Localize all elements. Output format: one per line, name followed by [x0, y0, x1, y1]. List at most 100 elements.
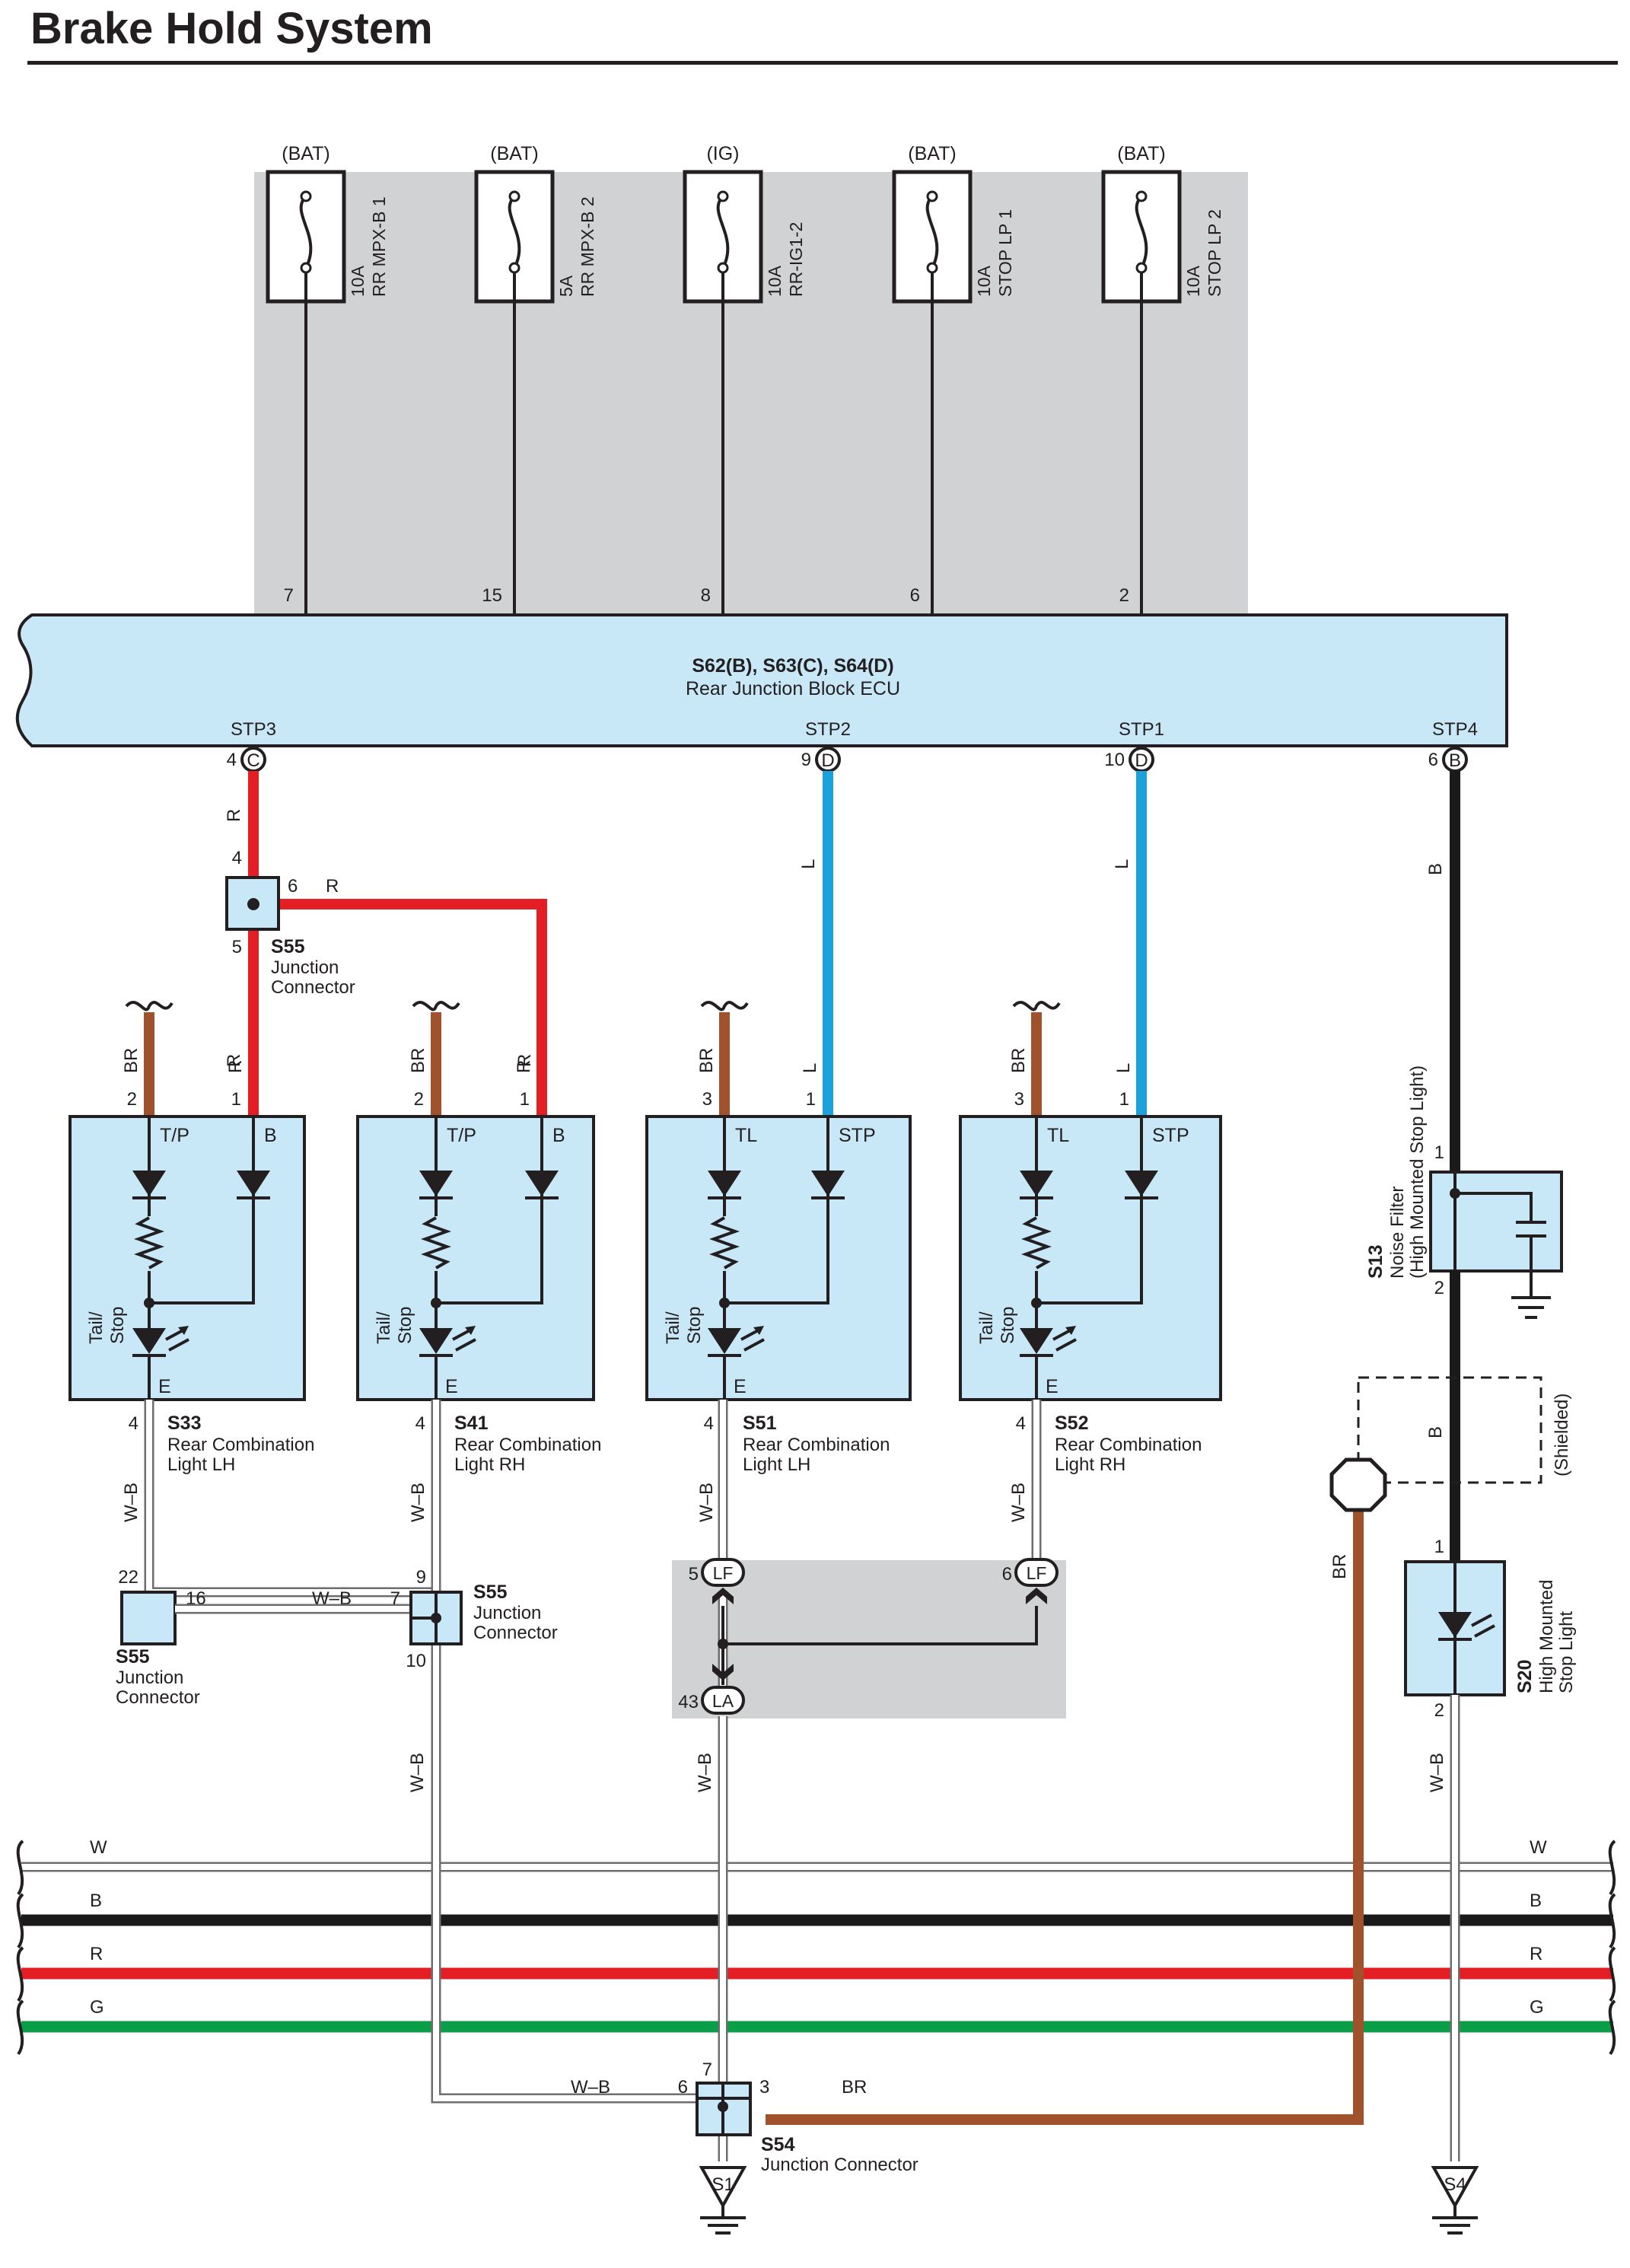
ecu-output-terminal-3: STP4	[1432, 719, 1478, 740]
ground-s4: S4	[1431, 2166, 1479, 2235]
hmsl-line1: High Mounted	[1536, 1580, 1557, 1693]
ground-s1-label: S1	[712, 2174, 734, 2195]
jmid-pin-top: 9	[416, 1567, 426, 1588]
light-id-3: S52	[1055, 1413, 1088, 1434]
fuse-bottom-terminal-0	[300, 262, 312, 274]
bus-break-left-1	[16, 1893, 24, 1949]
light-line1-0: Rear Combination	[167, 1435, 314, 1455]
wire-s41-wb-over	[431, 1827, 721, 2104]
ecu-output-terminal-0: STP3	[231, 719, 276, 740]
light-led-arrow-1	[465, 1326, 476, 1335]
jtop-pin-in: 4	[232, 848, 242, 868]
light-e-2: E	[734, 1376, 747, 1397]
jmid-line2: Connector	[473, 1623, 558, 1643]
shield-label: (Shielded)	[1552, 1394, 1572, 1476]
light-pin1-2: 3	[702, 1089, 712, 1110]
light-t1-2: TL	[735, 1125, 757, 1146]
fuse-top-terminal-2	[717, 190, 729, 202]
ecu-output-pin-1: 9	[801, 750, 811, 770]
jtop-pin-out: 6	[288, 876, 298, 897]
light-side2-2: Stop	[684, 1307, 705, 1344]
light-box-1	[356, 1115, 595, 1401]
bus-label-left-3: G	[90, 1997, 104, 2018]
ecu-output-pin-3: 6	[1428, 750, 1438, 770]
nf-line1: Noise Filter	[1387, 1187, 1408, 1279]
light-id-1: S41	[454, 1413, 489, 1434]
light-t1-1: T/P	[447, 1125, 476, 1146]
jmid-wire: W–B	[407, 1753, 428, 1792]
splice-pin-r: 6	[1002, 1564, 1012, 1585]
hmsl-pin-bottom: 2	[1434, 1700, 1444, 1721]
light-tilde-3	[1012, 1001, 1061, 1011]
fuse-rating-3: 10A	[974, 265, 994, 297]
jbot-node	[718, 2101, 728, 2112]
splice-lf-right: LF	[1014, 1558, 1059, 1587]
light-pin2-1: 1	[520, 1089, 530, 1110]
splice-pin-l: 5	[689, 1564, 699, 1585]
light-wE-1: W–B	[408, 1483, 428, 1522]
wire-shield-brown-label: BR	[1329, 1554, 1350, 1579]
light-t2-1: B	[552, 1125, 565, 1146]
light-pinE-3: 4	[1016, 1413, 1026, 1434]
ecu-connectors: S62(B), S63(C), S64(D)	[692, 655, 893, 677]
ecu-output-conn-3: B	[1442, 747, 1468, 772]
jbot-id: S54	[761, 2134, 795, 2155]
shield-octagon	[1329, 1457, 1387, 1512]
ecu-output-conn-0: C	[240, 747, 266, 772]
light-feed-label-1: BR	[408, 1048, 428, 1073]
light-pinE-2: 4	[704, 1413, 714, 1434]
light-tilde-0	[125, 1001, 174, 1011]
splice-arrow-b	[712, 1664, 734, 1680]
jbot-label: Junction Connector	[761, 2155, 918, 2175]
wire-stp3-label: R	[224, 809, 244, 822]
bus-label-right-1: B	[1530, 1891, 1542, 1911]
ground-s1: S1	[699, 2166, 747, 2235]
wire-s55-down-label: R	[224, 1054, 244, 1067]
wire-stp4-label: B	[1425, 863, 1446, 875]
bus-break-left-0	[16, 1840, 24, 1896]
light-line1-2: Rear Combination	[743, 1435, 890, 1455]
jmid-node	[431, 1613, 441, 1623]
light-pin1-0: 2	[127, 1089, 137, 1110]
bus-label-left-0: W	[90, 1837, 107, 1858]
light-t2-0: B	[264, 1125, 277, 1146]
ground-s4-label: S4	[1444, 2174, 1466, 2195]
light-wE-2: W–B	[696, 1483, 717, 1522]
splice-lf-left-label: LF	[713, 1563, 734, 1583]
fuse-element-0	[299, 195, 313, 269]
fuse-pin-0: 7	[284, 585, 294, 606]
fuse-bottom-terminal-2	[717, 262, 729, 274]
splice-arrow-r	[1026, 1588, 1047, 1604]
jmid-pin-left: 7	[390, 1588, 400, 1609]
splice-lf-left-shape	[701, 1558, 745, 1587]
light-side1-0: Tail/	[86, 1311, 107, 1344]
light-line1-3: Rear Combination	[1055, 1435, 1202, 1455]
fuse-top-terminal-1	[508, 190, 521, 202]
light-side1-3: Tail/	[976, 1311, 997, 1344]
bus-break-left-3	[16, 1999, 24, 2056]
splice-lf-right-shape	[1014, 1558, 1059, 1587]
jbot-wire-right: BR	[842, 2077, 867, 2098]
wire-s41-wb-over-core	[433, 1827, 721, 2101]
light-wE-0: W–B	[121, 1483, 142, 1522]
ecu-output-pin-2: 10	[1104, 750, 1125, 770]
hmsl-pin-top: 1	[1434, 1537, 1444, 1557]
light-box-0	[68, 1115, 306, 1401]
splice-node	[718, 1639, 728, 1649]
fuse-bottom-terminal-3	[926, 262, 938, 274]
light-resistor-3	[1021, 1216, 1052, 1269]
rear-junction-block-ecu: S62(B), S63(C), S64(D) Rear Junction Blo…	[15, 613, 1508, 747]
nf-pin-bottom: 2	[1434, 1278, 1444, 1298]
wire-stp1-label: L	[1112, 859, 1132, 869]
bus-break-right-3	[1608, 1999, 1616, 2056]
jleft-line2: Connector	[116, 1687, 200, 1708]
ecu-output-conn-2-letter: D	[1135, 750, 1148, 771]
fuse-name-1: RR MPX-B 2	[578, 196, 597, 297]
hmsl-led-rays	[1471, 1613, 1495, 1638]
